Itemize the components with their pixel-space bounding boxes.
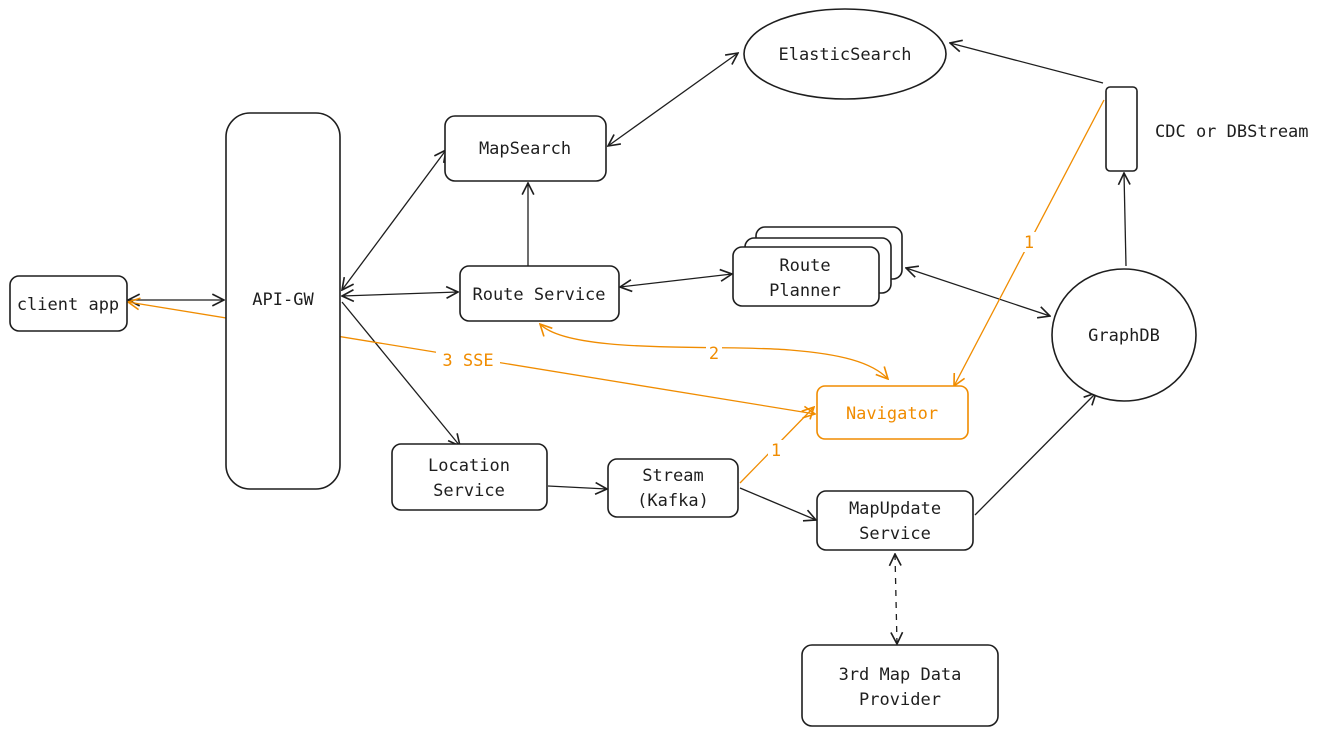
- route-planner-label-line1: Route: [779, 256, 830, 276]
- location-service-label-line1: Location: [428, 456, 510, 476]
- navigator-node[interactable]: Navigator: [816, 385, 969, 440]
- map-update-label-line2: Service: [859, 524, 931, 544]
- api-gw-label: API-GW: [252, 290, 314, 310]
- api-gw-node[interactable]: API-GW: [225, 112, 341, 490]
- graphdb-label: GraphDB: [1088, 326, 1160, 346]
- edge-location-to-stream: [547, 486, 607, 489]
- edge-graphdb-to-cdc: [1124, 173, 1126, 267]
- edge-label-route-to-navigator: 2: [709, 344, 719, 364]
- route-service-label: Route Service: [472, 285, 605, 305]
- location-service-label-line2: Service: [433, 481, 505, 501]
- navigator-label: Navigator: [846, 404, 938, 424]
- client-app-label: client app: [17, 295, 119, 315]
- stream-label-line1: Stream: [642, 466, 703, 486]
- provider-label-line1: 3rd Map Data: [839, 665, 962, 685]
- map-update-service-node[interactable]: MapUpdate Service: [816, 490, 974, 551]
- stream-kafka-node[interactable]: Stream (Kafka): [607, 458, 739, 518]
- edge-route-planner-to-graphdb: [906, 268, 1050, 316]
- edges: [128, 43, 1126, 644]
- elasticsearch-node[interactable]: ElasticSearch: [743, 8, 947, 100]
- edge-apigw-to-route-service: [342, 292, 458, 296]
- location-service-node[interactable]: Location Service: [391, 443, 548, 511]
- provider-label-line2: Provider: [859, 690, 941, 710]
- stream-label-line2: (Kafka): [637, 491, 709, 511]
- edge-mapupdate-to-graphdb: [974, 393, 1096, 516]
- edge-mapupdate-to-provider: [895, 554, 897, 644]
- route-planner-label-line2: Planner: [769, 281, 841, 301]
- edge-cdc-to-elasticsearch: [950, 43, 1104, 84]
- edge-apigw-to-location-service: [341, 301, 460, 446]
- map-search-label: MapSearch: [479, 139, 571, 159]
- cdc-node[interactable]: [1105, 86, 1138, 172]
- edge-label-cdc-to-navigator: 1: [1024, 233, 1034, 253]
- map-data-provider-node[interactable]: 3rd Map Data Provider: [801, 644, 999, 727]
- route-planner-stack-front: [732, 246, 880, 307]
- edge-label-navigator-to-client: 3 SSE: [442, 351, 493, 371]
- edge-label-stream-to-navigator: 1: [771, 441, 781, 461]
- graphdb-node[interactable]: GraphDB: [1051, 268, 1197, 402]
- edge-route-service-to-route-planner: [620, 274, 732, 287]
- map-update-label-line1: MapUpdate: [849, 499, 941, 519]
- edge-apigw-to-mapsearch: [342, 150, 446, 290]
- edge-labels: 1 1 2 3 SSE: [436, 232, 1037, 461]
- elasticsearch-label: ElasticSearch: [778, 45, 911, 65]
- cdc-label: CDC or DBStream: [1155, 122, 1309, 142]
- route-service-node[interactable]: Route Service: [459, 265, 620, 322]
- edge-stream-to-mapupdate: [739, 487, 816, 520]
- map-search-node[interactable]: MapSearch: [444, 115, 607, 182]
- route-planner-node[interactable]: Route Planner: [732, 226, 903, 307]
- edge-mapsearch-to-elasticsearch: [608, 53, 738, 146]
- client-app-node[interactable]: client app: [9, 275, 128, 332]
